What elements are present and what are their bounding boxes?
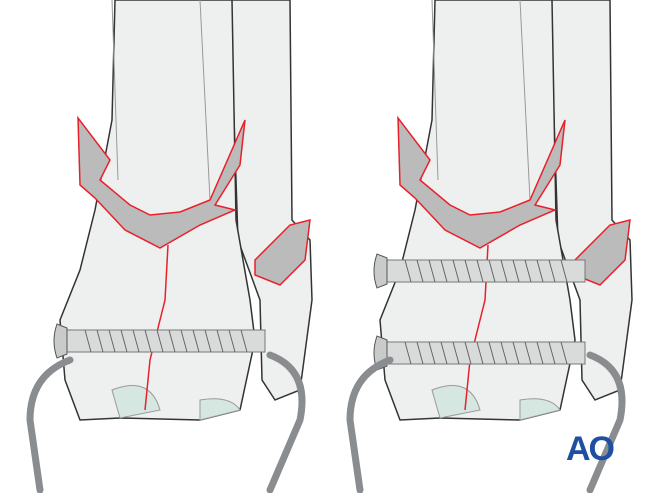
- panel-left-fixation: [30, 0, 313, 490]
- logo-text: AO: [566, 430, 615, 468]
- ao-logo: AO: [566, 430, 615, 469]
- panel-right-fixation: [350, 0, 633, 490]
